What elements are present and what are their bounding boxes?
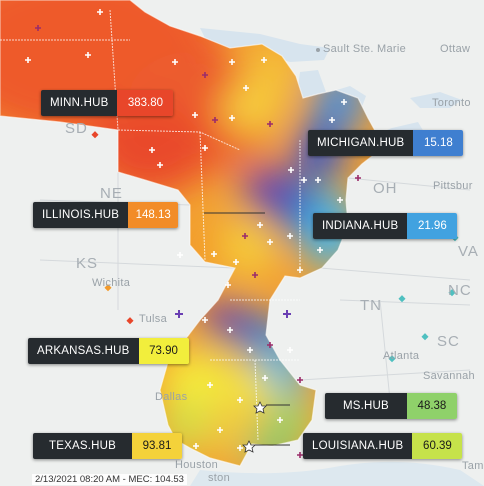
hub-name: ARKANSAS.HUB xyxy=(28,338,139,364)
pricing-node xyxy=(35,25,41,31)
pricing-node xyxy=(227,327,233,333)
hub-name: INDIANA.HUB xyxy=(313,213,408,239)
hub-michigan[interactable]: MICHIGAN.HUB 15.18 xyxy=(308,130,464,156)
pricing-node xyxy=(202,72,208,78)
hub-price: 15.18 xyxy=(413,130,464,156)
pricing-node xyxy=(247,347,253,353)
hub-price: 73.90 xyxy=(138,338,189,364)
pricing-node xyxy=(225,282,231,288)
louisiana-hub-star xyxy=(242,440,256,453)
pricing-node xyxy=(85,52,91,58)
pricing-node xyxy=(177,252,183,258)
pricing-node xyxy=(329,117,335,123)
label-sc: SC xyxy=(437,333,460,350)
pricing-node xyxy=(192,112,198,118)
label-ston: ston xyxy=(208,472,230,484)
hub-name: MINN.HUB xyxy=(41,90,118,116)
label-pittsburgh: Pittsbur xyxy=(433,180,473,192)
pricing-node xyxy=(267,239,273,245)
pricing-node xyxy=(233,259,239,265)
label-sd: SD xyxy=(65,120,88,137)
pricing-node xyxy=(237,397,243,403)
hub-name: MICHIGAN.HUB xyxy=(308,130,414,156)
pricing-node xyxy=(288,167,294,173)
pricing-node xyxy=(97,9,103,15)
label-ottawa: Ottaw xyxy=(440,43,471,55)
pricing-node xyxy=(211,251,217,257)
label-toronto: Toronto xyxy=(432,97,471,109)
label-nc: NC xyxy=(448,282,472,299)
pricing-node xyxy=(212,117,218,123)
label-houston: Houston xyxy=(175,459,219,471)
pricing-node xyxy=(267,342,273,348)
hub-illinois[interactable]: ILLINOIS.HUB 148.13 xyxy=(33,202,179,228)
label-va: VA xyxy=(458,243,479,260)
pricing-node xyxy=(297,452,303,458)
hub-louisiana[interactable]: LOUISIANA.HUB 60.39 xyxy=(303,433,463,459)
pricing-node xyxy=(243,85,249,91)
pricing-node xyxy=(157,162,163,168)
pricing-node xyxy=(252,272,258,278)
hub-name: MS.HUB xyxy=(325,393,407,419)
pricing-node xyxy=(287,233,293,239)
pricing-node xyxy=(202,145,208,151)
pricing-node xyxy=(149,147,155,153)
hub-price: 48.38 xyxy=(406,393,457,419)
pricing-node xyxy=(277,417,283,423)
ms-hub-star xyxy=(253,401,267,414)
pricing-node xyxy=(237,445,243,451)
pricing-node xyxy=(229,115,235,121)
pricing-node xyxy=(267,121,273,127)
hub-price: 383.80 xyxy=(117,90,174,116)
pricing-node xyxy=(242,233,248,239)
pricing-node xyxy=(297,377,303,383)
hub-price: 60.39 xyxy=(412,433,463,459)
label-ne: NE xyxy=(100,185,123,202)
pricing-node xyxy=(207,382,213,388)
label-oh: OH xyxy=(373,180,398,197)
pricing-node xyxy=(25,57,31,63)
label-sault-ste-marie: Sault Ste. Marie xyxy=(323,43,407,55)
pricing-node xyxy=(202,317,208,323)
hub-price: 93.81 xyxy=(131,433,182,459)
pricing-node xyxy=(297,267,303,273)
label-ks: KS xyxy=(76,255,99,272)
hub-name: LOUISIANA.HUB xyxy=(303,433,413,459)
label-dallas: Dallas xyxy=(155,391,188,403)
pricing-node xyxy=(287,347,293,353)
pricing-node xyxy=(315,177,321,183)
pricing-node xyxy=(172,59,178,65)
hub-texas[interactable]: TEXAS.HUB 93.81 xyxy=(33,433,182,459)
label-tampa: Tamp xyxy=(462,460,484,472)
label-tulsa: Tulsa xyxy=(139,313,167,325)
hub-price: 21.96 xyxy=(407,213,458,239)
hub-ms[interactable]: MS.HUB 48.38 xyxy=(325,393,457,419)
pricing-node xyxy=(262,375,268,381)
pricing-node xyxy=(217,427,223,433)
hub-name: TEXAS.HUB xyxy=(33,433,132,459)
pricing-node xyxy=(257,222,263,228)
pricing-node xyxy=(193,443,199,449)
label-tn: TN xyxy=(360,297,382,314)
label-wichita: Wichita xyxy=(92,277,131,289)
pricing-node xyxy=(337,197,343,203)
hub-indiana[interactable]: INDIANA.HUB 21.96 xyxy=(313,213,458,239)
pricing-node xyxy=(341,99,347,105)
pricing-node xyxy=(261,57,267,63)
hub-price: 148.13 xyxy=(128,202,179,228)
pricing-node xyxy=(229,59,235,65)
label-atlanta: Atlanta xyxy=(383,350,420,362)
label-savannah: Savannah xyxy=(423,370,475,382)
hub-arkansas[interactable]: ARKANSAS.HUB 73.90 xyxy=(28,338,189,364)
timestamp-footer: 2/13/2021 08:20 AM - MEC: 104.53 xyxy=(32,474,187,485)
pricing-node xyxy=(301,177,307,183)
pricing-node xyxy=(355,175,361,181)
hub-minn[interactable]: MINN.HUB 383.80 xyxy=(41,90,174,116)
pricing-node xyxy=(317,247,323,253)
hub-name: ILLINOIS.HUB xyxy=(33,202,129,228)
